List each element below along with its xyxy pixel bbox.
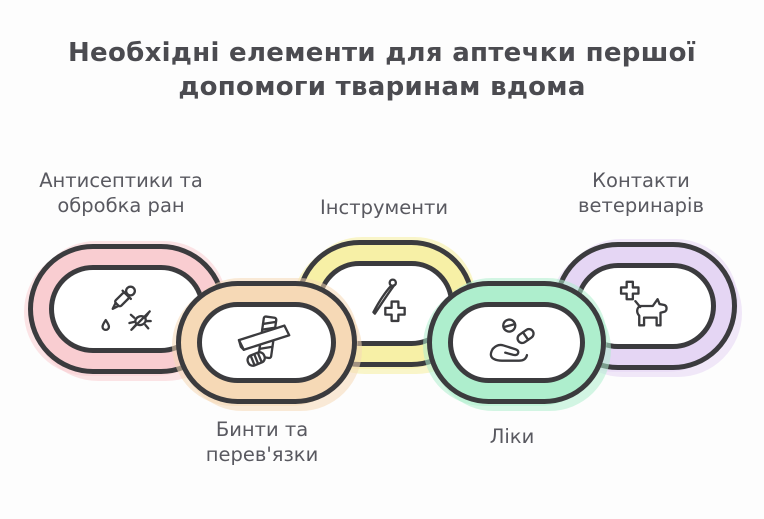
chain-link-hole	[197, 302, 336, 383]
needle-cross-icon	[371, 277, 406, 322]
hand-pills-icon	[489, 317, 535, 362]
bandage-roll-icon	[237, 314, 290, 367]
link-label-antiseptics: Антисептики та обробка ран	[39, 169, 203, 217]
cross-dog-icon	[619, 280, 668, 327]
link-label-instruments: Інструменти	[320, 196, 448, 219]
chain-link-medicines	[427, 281, 606, 404]
page-title-line2: допомоги тваринам вдома	[178, 72, 586, 102]
page-title-line1: Необхідні елементи для аптечки першої	[68, 38, 696, 68]
chain-link-hole	[49, 265, 205, 353]
link-label-vet-contacts: Контакти ветеринарів	[578, 169, 704, 217]
link-label-bandages: Бинти та перев'язки	[205, 418, 319, 466]
link-label-medicines: Ліки	[489, 425, 535, 448]
chain-link-hole	[448, 302, 585, 383]
dropper-germ-icon	[101, 285, 152, 331]
page-title: Необхідні елементи для аптечки першої до…	[0, 36, 764, 104]
chain-link-bandages	[176, 281, 357, 404]
